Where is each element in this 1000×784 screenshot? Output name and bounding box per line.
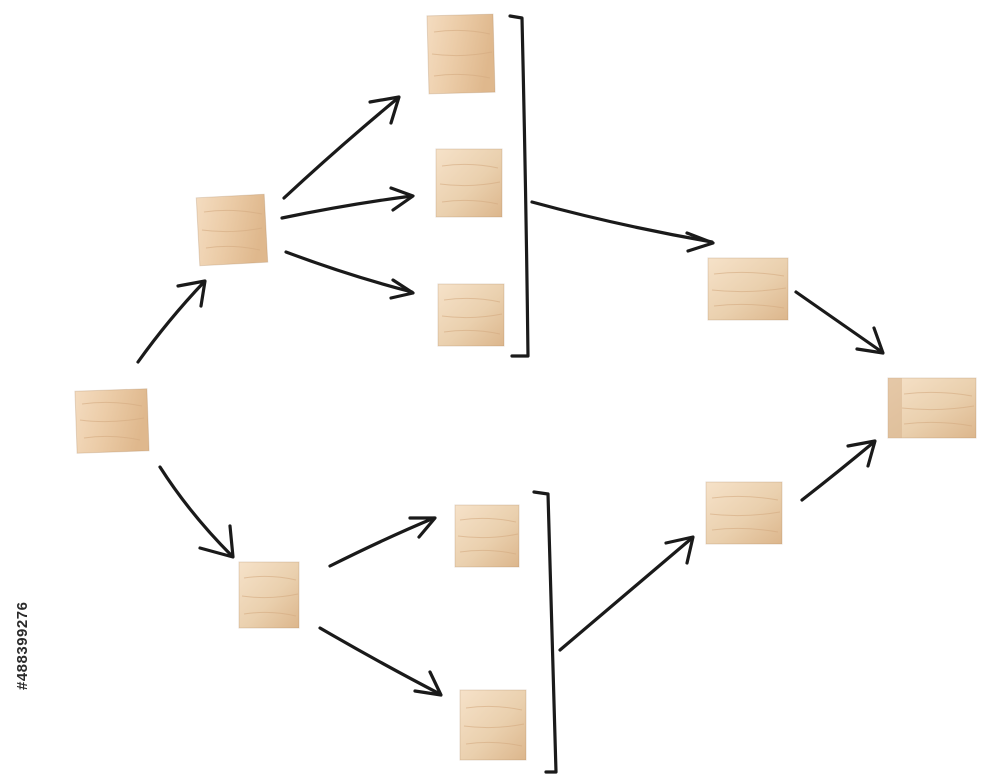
arrow-start-to-upper-branch [136,279,207,364]
block-lower-leaf-1 [454,504,520,568]
block-start [74,388,150,454]
block-final [887,377,977,439]
arrow-upper-branch-to-leaf-3 [284,250,415,300]
block-lower-merge [705,481,783,545]
arrow-lower-merge-to-final [800,439,877,502]
block-upper-leaf-1 [426,13,496,95]
block-lower-leaf-2 [459,689,527,761]
block-upper-leaf-3 [437,283,505,347]
arrow-start-to-lower-branch [158,465,235,559]
arrow-upper-merge-to-final [794,290,885,355]
arrow-lower-branch-to-leaf-2 [318,626,443,697]
block-lower-branch [238,561,300,629]
arrow-upper-branch-to-leaf-2 [280,186,415,220]
bracket-upper [508,14,530,358]
arrow-lower-bracket-to-merge [558,535,695,652]
bracket-lower [532,490,558,774]
arrow-upper-branch-to-leaf-1 [282,95,401,200]
arrows [136,14,885,774]
block-upper-branch [195,193,269,267]
wooden-blocks [74,13,977,761]
arrow-upper-bracket-to-merge [530,200,715,253]
stock-image-id: #488399276 [14,601,31,690]
block-upper-merge [707,257,789,321]
arrow-lower-branch-to-leaf-1 [328,516,437,568]
block-upper-leaf-2 [435,148,503,218]
